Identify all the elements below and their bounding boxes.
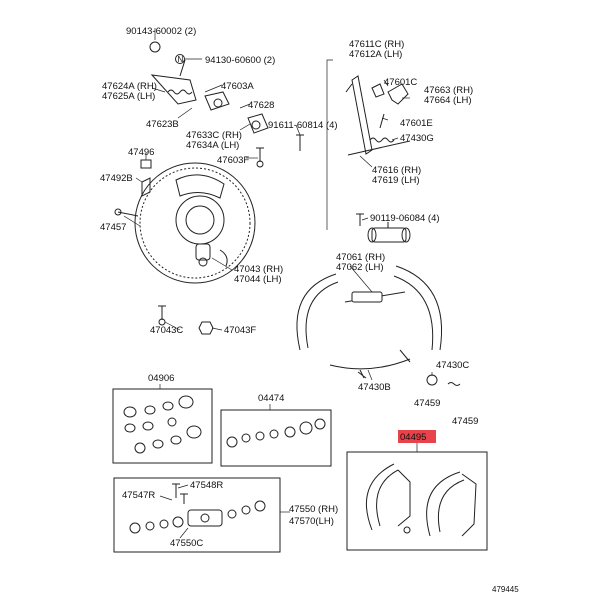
label-47547r: 47547R (122, 490, 155, 501)
label-47628: 47628 (248, 100, 274, 111)
cylinder-cap-part (204, 91, 230, 111)
adjuster-lever-part (387, 83, 409, 105)
label-47496: 47496 (128, 147, 154, 158)
label-47612a: 47612A (LH) (349, 49, 402, 60)
label-47044: 47044 (LH) (234, 274, 282, 285)
figure-number: 479445 (492, 585, 519, 594)
label-47624a: 47624A (RH) (102, 81, 157, 92)
nut-part (256, 160, 264, 168)
label-47459-a: 47459 (414, 398, 440, 409)
n-badge-label: N (178, 55, 184, 64)
leader-line (159, 495, 173, 501)
kit-04906-box (112, 388, 213, 464)
boot-part (247, 113, 269, 134)
pin-head (114, 208, 122, 216)
cylinder-bore (213, 98, 223, 108)
bolt-part (256, 147, 264, 162)
label-47601c: 47601C (384, 77, 417, 88)
strut-part (347, 140, 411, 156)
label-47043c: 47043C (150, 325, 183, 336)
spring-part (369, 137, 395, 143)
label-47043f: 47043F (224, 325, 256, 336)
label-47548r: 47548R (190, 480, 223, 491)
bolt-part (296, 134, 304, 151)
label-47492b: 47492B (100, 173, 133, 184)
label-47570: 47570(LH) (289, 516, 334, 527)
kit-04495-box (346, 451, 488, 551)
clip-part (371, 83, 385, 98)
bolt-part (356, 213, 364, 226)
pin-part (379, 113, 385, 129)
bleeder-part (158, 305, 166, 320)
spring-part (167, 89, 193, 95)
label-47043: 47043 (RH) (234, 264, 283, 275)
leader-line (179, 527, 189, 539)
label-47062: 47062 (LH) (336, 262, 384, 273)
label-47550c: 47550C (170, 538, 203, 549)
leader-lines-left (123, 84, 301, 331)
pad-part (140, 159, 152, 169)
backing-plate-part (134, 162, 256, 284)
label-47430g: 47430G (400, 133, 434, 144)
label-94130: 94130-60600 (2) (205, 55, 275, 66)
parking-lever-part (351, 75, 373, 155)
label-47430b: 47430B (358, 382, 391, 393)
label-47459-b: 47459 (452, 416, 478, 427)
label-04495[interactable]: 04495 (400, 432, 426, 443)
n-badge-circle (175, 54, 185, 64)
label-47061: 47061 (RH) (336, 252, 385, 263)
label-90143: 90143-60002 (2) (126, 26, 196, 37)
boot-ring (251, 120, 261, 130)
lever-tab (345, 83, 353, 93)
nut-part (198, 321, 214, 335)
label-47663: 47663 (RH) (424, 85, 473, 96)
label-47664: 47664 (LH) (424, 95, 472, 106)
kit-04906-parts (123, 395, 202, 454)
label-47616: 47616 (RH) (372, 165, 421, 176)
leader-line (177, 484, 189, 489)
label-47623b: 47623B (146, 119, 179, 130)
label-47430c: 47430C (436, 360, 469, 371)
wheel-cylinder-exploded-parts (129, 483, 266, 534)
label-47611c: 47611C (RH) (349, 39, 404, 50)
lever-bracket-part (150, 74, 197, 105)
spring-part (447, 382, 461, 386)
washer-part (426, 374, 438, 386)
leader-lines-right (349, 79, 433, 381)
label-91611: 91611-60814 (4) (268, 120, 338, 131)
bracket-stud (179, 59, 186, 77)
label-47603f: 47603F (217, 155, 249, 166)
label-47457: 47457 (100, 222, 126, 233)
spring-part (357, 369, 367, 379)
label-47634a: 47634A (LH) (186, 140, 239, 151)
washer-part (149, 41, 161, 53)
label-04474: 04474 (258, 393, 284, 404)
label-47619: 47619 (LH) (372, 175, 420, 186)
label-04906: 04906 (148, 373, 174, 384)
label-47625a: 47625A (LH) (102, 91, 155, 102)
label-47601e: 47601E (400, 118, 433, 129)
brake-shoe-assembly-part (296, 265, 443, 370)
label-90119: 90119-06084 (4) (370, 213, 440, 224)
wheel-cylinder-kit-box (113, 477, 281, 553)
kit-04474-parts (226, 418, 326, 448)
kit-04474-box (220, 409, 332, 467)
label-47550: 47550 (RH) (289, 504, 338, 515)
label-47633c: 47633C (RH) (186, 130, 242, 141)
label-47603a: 47603A (221, 81, 254, 92)
highlight-04495 (398, 430, 436, 443)
brake-shoe-set-part (365, 463, 477, 537)
wheel-cylinder-part (367, 222, 411, 243)
group-bracket (326, 59, 333, 230)
